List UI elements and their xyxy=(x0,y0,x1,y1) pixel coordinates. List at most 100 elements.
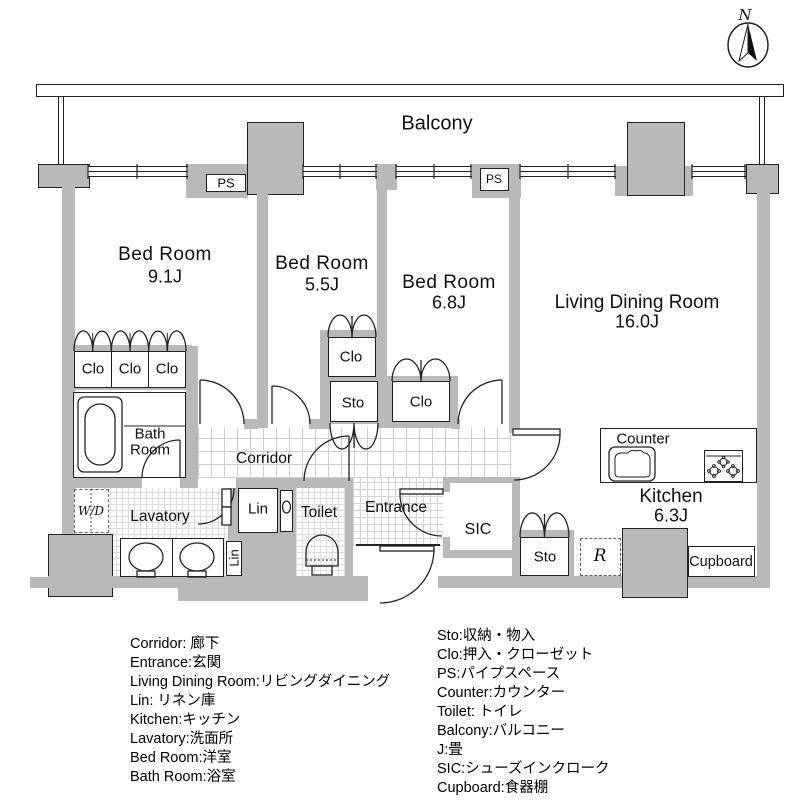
legend-item: Bath Room:浴室 xyxy=(130,769,236,785)
wall xyxy=(228,488,238,541)
legend-item: Clo:押入・クローゼット xyxy=(437,647,594,663)
clo-label: Clo xyxy=(155,360,179,378)
closet-doors xyxy=(519,512,570,538)
wall xyxy=(48,576,368,588)
wall xyxy=(443,484,450,492)
bathtub-icon xyxy=(77,396,186,473)
door-arc xyxy=(379,548,435,604)
closet-doors xyxy=(73,330,187,352)
counter-label: Counter xyxy=(616,430,670,448)
kitchen-sink-icon xyxy=(608,446,656,482)
balcony-label: Balcony xyxy=(401,112,473,135)
pipe-space-box xyxy=(480,168,509,191)
divider xyxy=(148,351,149,388)
wall xyxy=(757,192,770,588)
closet-doors xyxy=(327,314,377,338)
clo-label: Clo xyxy=(81,360,105,378)
door-arc xyxy=(141,439,181,479)
wall xyxy=(443,537,450,550)
storage-box xyxy=(330,381,378,422)
legend-item: Lavatory:洗面所 xyxy=(130,731,234,747)
legend-item: Sto:収納・物入 xyxy=(437,628,536,644)
cupboard-box xyxy=(688,546,755,577)
legend-item: Kitchen:キッチン xyxy=(130,712,241,728)
legend-item: Lin: リネン庫 xyxy=(130,693,216,709)
wall xyxy=(180,478,198,488)
pipe-space-box xyxy=(206,174,246,192)
wall xyxy=(309,419,330,429)
door-arc xyxy=(457,379,503,425)
closet-box xyxy=(328,337,376,377)
legend-item: Balcony:バルコニー xyxy=(437,723,565,739)
clo-label: Clo xyxy=(339,348,363,366)
entrance-step xyxy=(356,544,440,546)
door-handle-icon xyxy=(281,500,292,514)
divider xyxy=(172,538,173,577)
divider xyxy=(111,351,112,388)
bath-label2: Room xyxy=(129,441,171,459)
bed1-label: Bed Room xyxy=(118,244,212,265)
closet-doors xyxy=(391,358,451,382)
sto-label: Sto xyxy=(533,548,557,566)
lavatory-label: Lavatory xyxy=(130,508,190,525)
toilet-icon xyxy=(305,534,339,576)
ps-label: PS xyxy=(485,172,503,186)
bed3-size: 6.8J xyxy=(431,292,467,313)
legend-item: J:畳 xyxy=(437,742,463,758)
washer-dryer-label: W/D xyxy=(78,504,104,518)
closet-box xyxy=(392,381,450,422)
closet-doors xyxy=(329,422,379,450)
door-arc xyxy=(399,493,443,537)
toilet-label: Toilet xyxy=(300,504,338,521)
wall xyxy=(377,188,387,428)
legend-item: Living Dining Room:リビングダイニング xyxy=(130,674,391,690)
door-arc xyxy=(199,379,245,425)
legend-item: Corridor: 廊下 xyxy=(130,636,220,652)
compass-icon xyxy=(727,22,769,68)
legend-item: Toilet: トイレ xyxy=(437,704,523,720)
linen-box xyxy=(238,488,278,533)
sto-label: Sto xyxy=(341,394,365,412)
wall xyxy=(244,419,258,429)
pillar xyxy=(627,122,685,196)
cupboard-label: Cupboard xyxy=(689,554,753,570)
north-label: N xyxy=(738,6,752,24)
door-arc xyxy=(271,385,311,425)
wall xyxy=(443,477,520,484)
lin-label-vertical: Lin xyxy=(226,549,242,567)
ldr-size: 16.0J xyxy=(614,311,660,332)
wall xyxy=(30,577,48,588)
clo-label: Clo xyxy=(118,360,142,378)
wall xyxy=(512,479,520,577)
wall xyxy=(241,541,278,577)
wall xyxy=(509,190,520,433)
refrigerator-label: R xyxy=(593,546,607,566)
storage-box xyxy=(520,537,569,576)
sic-label: SIC xyxy=(464,521,492,538)
washer-dryer-box xyxy=(74,489,109,533)
legend-item: PS:パイプスペース xyxy=(437,666,561,682)
legend-right-column: Sto:収納・物入 Clo:押入・クローゼット PS:パイプスペース Count… xyxy=(437,627,609,798)
legend-item: Cupboard:食器棚 xyxy=(437,780,549,796)
clo-label: Clo xyxy=(409,393,433,411)
wall xyxy=(257,194,268,428)
closet-row xyxy=(74,351,186,388)
entrance-label: Entrance xyxy=(364,499,428,516)
door-arc xyxy=(513,433,561,481)
wall xyxy=(746,164,779,194)
legend-left-column: Corridor: 廊下 Entrance:玄関 Living Dining R… xyxy=(130,635,390,787)
bath-label: Bath xyxy=(134,425,166,443)
legend-item: Entrance:玄関 xyxy=(130,655,222,671)
basin-icon xyxy=(128,542,215,578)
kitchen-label: Kitchen xyxy=(639,486,703,507)
door-arc xyxy=(303,435,350,482)
wall xyxy=(178,588,368,601)
wall xyxy=(443,550,520,558)
wall xyxy=(62,478,142,488)
wall xyxy=(236,478,353,488)
balcony-rail xyxy=(36,84,784,97)
bed3-label: Bed Room xyxy=(402,272,496,293)
linen-box xyxy=(226,541,242,576)
ldr-label: Living Dining Room xyxy=(554,292,720,313)
